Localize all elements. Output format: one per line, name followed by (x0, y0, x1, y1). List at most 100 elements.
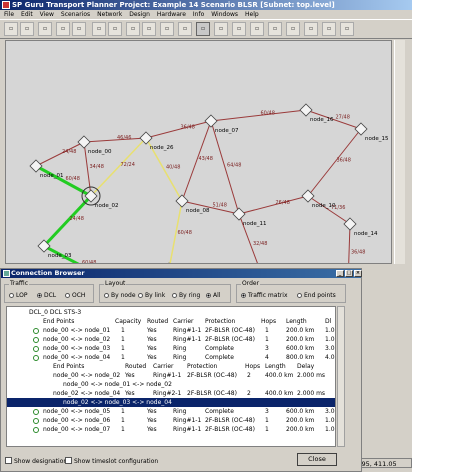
node-label: node_08 (186, 208, 210, 214)
node-icon (204, 114, 218, 128)
radio-lop-indicator (9, 293, 14, 298)
map-link (238, 195, 309, 215)
toolbar-mesh-icon[interactable]: ▫ (214, 22, 228, 36)
map-link (42, 194, 93, 248)
toolbar-print-icon[interactable]: ▫ (38, 22, 52, 36)
end-points-cell: node_00 <-> node_01 (43, 327, 111, 334)
menu-file[interactable]: File (4, 11, 15, 18)
toolbar-view-icon[interactable]: ▫ (232, 22, 246, 36)
node-label: node_15 (365, 136, 389, 142)
toolbar-dcs-icon[interactable]: ▫ (268, 22, 282, 36)
toolbar-select-icon[interactable]: ▫ (56, 22, 70, 36)
order-group-label: Order (241, 280, 261, 287)
end-points-cell: node_00 <-> node_03 (43, 345, 111, 352)
menu-edit[interactable]: Edit (21, 11, 33, 18)
network-map[interactable]: 46/4624/4872/2436/4840/4860/4827/4836/48… (6, 41, 391, 263)
column-header: Length (286, 318, 307, 325)
traffic-group-label: Traffic (9, 280, 30, 287)
menu-help[interactable]: Help (245, 11, 259, 18)
node-label: node_00 (88, 149, 112, 155)
route-path-row-selected[interactable]: node_02 <-> node_03 <-> node_04 (7, 398, 335, 407)
toolbar-sts-icon[interactable]: ▫ (340, 22, 354, 36)
show-timeslot-checkbox[interactable]: Show timeslot configuration (65, 457, 158, 465)
hops-cell: 1 (265, 336, 269, 343)
hops-cell: 1 (265, 426, 269, 433)
carrier-cell: Ring#1-1 (173, 336, 202, 343)
menu-view[interactable]: View (39, 11, 54, 18)
tree-vertical-scrollbar[interactable] (337, 306, 345, 447)
toolbar-rpt-icon[interactable]: ▫ (322, 22, 336, 36)
toolbar-open-icon[interactable]: ▫ (4, 22, 18, 36)
toolbar-pan-icon[interactable]: ▫ (108, 22, 122, 36)
radio-traffic-matrix-indicator (241, 293, 246, 298)
radio-traffic-matrix[interactable]: Traffic matrix (241, 292, 288, 299)
route-path: node_00 <-> node_01 <-> node_02 (63, 381, 172, 388)
map-vertical-scrollbar[interactable] (394, 40, 405, 264)
radio-by-node[interactable]: By node (104, 292, 136, 299)
radio-och[interactable]: OCH (65, 292, 85, 299)
hops-cell: 1 (265, 417, 269, 424)
toolbar-opt-icon[interactable]: ▫ (250, 22, 264, 36)
menu-hardware[interactable]: Hardware (156, 11, 186, 18)
menu-info[interactable]: Info (192, 11, 205, 18)
node-label: node_03 (48, 253, 72, 259)
capacity-cell: 1 (121, 327, 125, 334)
radio-by-ring[interactable]: By ring (172, 292, 200, 299)
toolbar-save-icon[interactable]: ▫ (20, 22, 34, 36)
map-link (145, 137, 183, 202)
sub-column-header: Length (265, 363, 286, 370)
link-capacity-label: 40/48 (166, 165, 180, 171)
radio-all-indicator (206, 293, 211, 298)
order-group: Order Traffic matrix End points (236, 280, 346, 303)
routed-cell: Yes (125, 390, 135, 397)
close-icon[interactable]: × (354, 270, 362, 277)
sub-column-header: Carrier (153, 363, 174, 370)
map-link (181, 200, 240, 215)
toolbar-node-icon[interactable]: ▫ (126, 22, 140, 36)
end-points-cell: node_00 <-> node_04 (43, 354, 111, 361)
toolbar-oxc-icon[interactable]: ▫ (286, 22, 300, 36)
map-link (307, 128, 362, 197)
toolbar-link-icon[interactable]: ▫ (142, 22, 156, 36)
radio-dcl[interactable]: DCL (37, 292, 56, 299)
minimize-icon[interactable]: _ (336, 270, 344, 277)
connection-browser-window: Connection Browser _ □ × Traffic LOP DCL… (0, 268, 362, 472)
menu-design[interactable]: Design (129, 11, 150, 18)
radio-och-label: OCH (72, 292, 86, 299)
column-header: Hops (261, 318, 277, 325)
radio-by-node-indicator (104, 293, 109, 298)
show-designations-checkbox[interactable]: Show designations (5, 457, 70, 465)
protection-cell: 2F-BLSR (OC-48) (205, 426, 255, 433)
menu-scenarios[interactable]: Scenarios (60, 11, 91, 18)
radio-all[interactable]: All (206, 292, 220, 299)
capacity-cell: 1 (121, 426, 125, 433)
menu-windows[interactable]: Windows (211, 11, 239, 18)
radio-all-label: All (213, 292, 221, 299)
radio-by-link-label: By link (145, 292, 166, 299)
delay-cell: 2.000 ms (297, 372, 326, 379)
toolbar-ring-icon[interactable]: ▫ (196, 22, 210, 36)
connection-browser-title: Connection Browser (11, 269, 85, 277)
toolbar-zoom-out-icon[interactable]: ▫ (92, 22, 106, 36)
node-label: node_07 (215, 128, 239, 134)
sub-column-header: Hops (245, 363, 261, 370)
row-status-icon (33, 337, 39, 343)
map-link (90, 137, 147, 197)
toolbar-route-icon[interactable]: ▫ (178, 22, 192, 36)
toolbar-demand-icon[interactable]: ▫ (160, 22, 174, 36)
menu-network[interactable]: Network (97, 11, 123, 18)
close-button[interactable]: Close (297, 453, 337, 466)
radio-end-points[interactable]: End points (297, 292, 336, 299)
node-label: node_14 (354, 231, 378, 237)
maximize-icon[interactable]: □ (345, 270, 353, 277)
link-capacity-label: 26/48 (276, 200, 290, 206)
toolbar-adm-icon[interactable]: ▫ (304, 22, 318, 36)
toolbar-zoom-in-icon[interactable]: ▫ (72, 22, 86, 36)
title-bar: SP Guru Transport Planner Project: Examp… (0, 0, 412, 10)
radio-by-link-indicator (138, 293, 143, 298)
radio-by-link[interactable]: By link (138, 292, 165, 299)
routed-cell: Yes (147, 354, 157, 361)
radio-lop[interactable]: LOP (9, 292, 27, 299)
